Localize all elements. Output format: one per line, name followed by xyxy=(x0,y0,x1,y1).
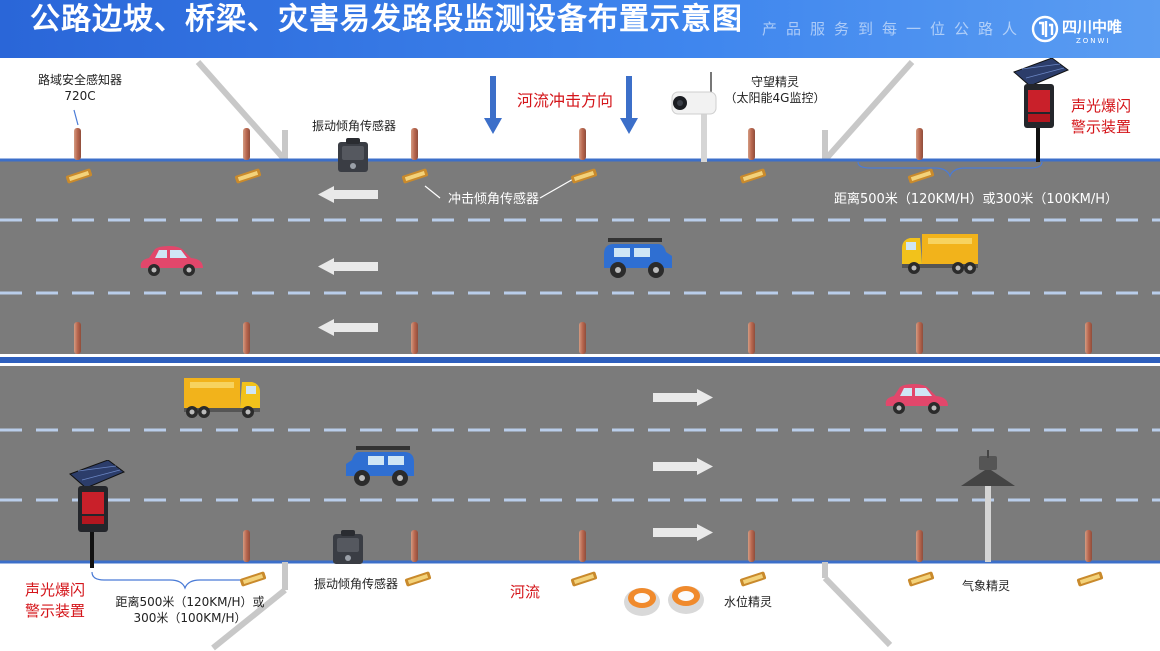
impact-sensor-icon xyxy=(570,168,598,184)
brand-logo: 四川中唯 ZONWI xyxy=(1030,12,1150,46)
slope-line-top-left xyxy=(195,60,288,162)
roadside-post xyxy=(1085,530,1092,562)
flow-arrow-left xyxy=(484,76,502,134)
alarm-bottom-line2: 警示装置 xyxy=(24,602,85,620)
median-post xyxy=(1085,322,1092,354)
jeep-icon xyxy=(604,238,672,278)
camera-name: 守望精灵 xyxy=(750,75,799,89)
camera-sub: （太阳能4G监控） xyxy=(724,91,826,105)
impact-pointer-2 xyxy=(539,177,576,199)
tilt-sensor-icon xyxy=(338,138,368,172)
impact-sensor-icon xyxy=(65,168,93,184)
distance-bottom-line1: 距离500米（120KM/H）或 xyxy=(115,595,265,609)
weather-label: 气象精灵 xyxy=(961,579,1010,593)
impact-pointer-1 xyxy=(424,185,441,199)
page-title: 公路边坡、桥梁、灾害易发路段监测设备布置示意图 xyxy=(30,2,743,37)
water-level-icon xyxy=(624,586,704,616)
flow-arrow-right xyxy=(620,76,638,134)
median-post xyxy=(748,322,755,354)
roadside-sensor-label: 路域安全感知器 720C xyxy=(20,72,140,104)
roadside-sensor-model: 720C xyxy=(64,89,96,103)
weather-station-icon xyxy=(961,450,1015,562)
impact-sensor-icon xyxy=(739,168,767,184)
roadside-post xyxy=(748,128,755,160)
roadside-post xyxy=(411,530,418,562)
slope-line-bottom-left xyxy=(211,587,287,651)
solar-alarm-icon xyxy=(1013,58,1069,162)
median-post xyxy=(243,322,250,354)
slope-line-bottom-right xyxy=(822,575,893,648)
roadside-post xyxy=(243,128,250,160)
river-label: 河流 xyxy=(509,583,540,601)
alarm-top-line2: 警示装置 xyxy=(1070,118,1131,136)
impact-sensor-icon xyxy=(234,168,262,184)
tilt-sensor-top-label: 振动倾角传感器 xyxy=(311,119,396,133)
roadside-post xyxy=(916,530,923,562)
water-level-label: 水位精灵 xyxy=(723,595,772,609)
impact-sensor-icon xyxy=(907,571,935,587)
alarm-top-label: 声光爆闪 警示装置 xyxy=(1064,96,1138,138)
impact-sensor-label: 冲击倾角传感器 xyxy=(448,192,540,207)
distance-bracket-top xyxy=(857,161,1043,178)
impact-sensor-icon xyxy=(239,571,267,587)
brand-mark-icon: 四川中唯 ZONWI xyxy=(1031,15,1122,45)
car-icon xyxy=(885,384,948,414)
alarm-bottom-line1: 声光爆闪 xyxy=(24,581,85,599)
camera-icon xyxy=(671,72,717,162)
median-post xyxy=(411,322,418,354)
header-bar xyxy=(0,0,1160,58)
roadside-sensor-name: 路域安全感知器 xyxy=(37,73,122,87)
camera-label: 守望精灵 （太阳能4G监控） xyxy=(720,74,830,106)
brand-name: 四川中唯 xyxy=(1062,18,1122,36)
impact-sensor-icon xyxy=(907,168,935,184)
impact-sensor-icon xyxy=(739,571,767,587)
brand-sub: ZONWI xyxy=(1076,37,1111,45)
impact-sensor-icon xyxy=(401,168,429,184)
jeep-icon xyxy=(346,446,414,486)
roadside-post xyxy=(243,530,250,562)
slogan: 产品服务到每一位公路人 xyxy=(762,20,1027,38)
roadside-post xyxy=(74,128,81,160)
slope-line-top-right xyxy=(822,60,915,162)
tilt-sensor-bottom-label: 振动倾角传感器 xyxy=(313,577,398,591)
solar-alarm-icon xyxy=(69,460,125,568)
roadside-post xyxy=(748,530,755,562)
impact-sensor-icon xyxy=(570,571,598,587)
direction-arrows-left xyxy=(318,186,378,336)
flow-direction-label: 河流冲击方向 xyxy=(516,91,613,110)
roadside-post xyxy=(916,128,923,160)
tilt-sensor-icon xyxy=(333,530,363,564)
median-post xyxy=(74,322,81,354)
roadside-post xyxy=(411,128,418,160)
distance-bottom-line2: 300米（100KM/H） xyxy=(133,611,247,625)
roadside-post xyxy=(579,128,586,160)
impact-sensor-icon xyxy=(1076,571,1104,587)
truck-icon xyxy=(902,234,978,274)
distance-top-label: 距离500米（120KM/H）或300米（100KM/H） xyxy=(834,192,1119,207)
median-post xyxy=(916,322,923,354)
impact-sensor-icon xyxy=(404,571,432,587)
alarm-top-line1: 声光爆闪 xyxy=(1070,97,1131,115)
direction-arrows-right xyxy=(653,389,713,541)
distance-bottom-label: 距离500米（120KM/H）或 300米（100KM/H） xyxy=(108,594,272,626)
alarm-bottom-label: 声光爆闪 警示装置 xyxy=(18,580,92,622)
roadside-post xyxy=(579,530,586,562)
distance-bracket-bottom xyxy=(91,571,263,590)
car-icon xyxy=(140,246,203,276)
roadside-pointer xyxy=(73,109,79,126)
median-post xyxy=(579,322,586,354)
truck-icon xyxy=(184,378,260,418)
